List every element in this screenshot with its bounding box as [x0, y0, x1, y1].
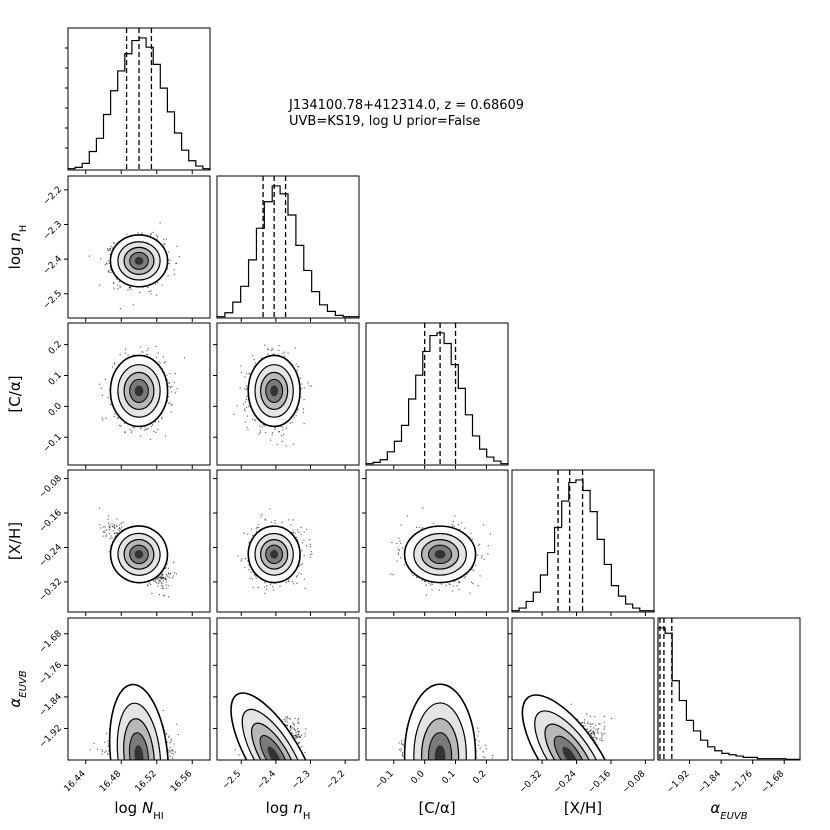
x-tick-label-X_H: −0.32	[518, 769, 545, 796]
y-tick-label-alpha_EUVB: −1.68	[38, 629, 65, 656]
plot-title-line-2: UVB=KS19, log U prior=False	[289, 114, 480, 129]
x-tick-label-logNHI: 16.52	[134, 769, 159, 794]
x-tick-label-lognH: −2.5	[221, 769, 244, 792]
scatter-panel-X_H-vs-C_alpha	[362, 469, 509, 616]
scatter-points	[88, 222, 181, 310]
density-contour-4	[134, 385, 144, 397]
y-tick-label-lognH: −2.3	[42, 220, 65, 243]
scatter-points	[89, 683, 180, 760]
scatter-points	[99, 345, 186, 441]
plot-title-line-1: J134100.78+412314.0, z = 0.68609	[288, 98, 524, 113]
scatter-points	[390, 507, 492, 596]
scatter-panel-C_alpha-vs-lognH	[213, 322, 360, 469]
y-axis-label-X_H: [X/H]	[6, 522, 24, 560]
panel-frame	[67, 27, 211, 171]
density-contour-4	[270, 550, 279, 559]
x-axis-label-X_H: [X/H]	[564, 799, 602, 817]
density-contour-4	[434, 550, 446, 559]
x-tick-label-lognH: −2.4	[255, 769, 278, 792]
panel-frame	[511, 469, 655, 613]
scatter-panel-C_alpha-vs-logNHI: −0.1 0.0 0.1 0.2	[42, 322, 211, 469]
scatter-panel-X_H-vs-lognH	[213, 469, 360, 616]
y-tick-label-alpha_EUVB: −1.76	[38, 660, 65, 687]
histogram-step-alpha_EUVB	[657, 627, 801, 760]
y-tick-label-lognH: −2.2	[42, 185, 65, 208]
x-tick-label-logNHI: 16.44	[63, 769, 88, 794]
scatter-points	[398, 683, 494, 760]
y-tick-label-alpha_EUVB: −1.92	[38, 723, 65, 750]
x-tick-label-alpha_EUVB: −1.68	[760, 769, 787, 796]
x-tick-label-logNHI: 16.48	[98, 769, 123, 794]
x-tick-label-C_alpha: 0.1	[440, 769, 457, 786]
x-tick-label-lognH: −2.3	[290, 769, 313, 792]
scatter-panel-lognH-vs-logNHI: −2.5 −2.4 −2.3 −2.2	[42, 175, 211, 322]
histogram-panel-lognH	[216, 175, 360, 322]
panel-frame	[365, 469, 509, 613]
panel-frame	[216, 469, 360, 613]
scatter-points	[237, 508, 313, 594]
density-contour-4	[270, 385, 279, 397]
x-tick-label-logNHI: 16.56	[169, 769, 194, 794]
y-tick-label-X_H: −0.32	[38, 577, 65, 604]
x-axis-label-C_alpha: [C/α]	[418, 799, 455, 817]
y-tick-label-C_alpha: −0.1	[42, 432, 65, 455]
y-tick-label-alpha_EUVB: −1.84	[38, 692, 65, 719]
x-tick-label-alpha_EUVB: −1.76	[728, 769, 755, 796]
scatter-panel-X_H-vs-logNHI: −0.32 −0.24 −0.16 −0.08	[38, 469, 211, 616]
y-tick-label-C_alpha: 0.1	[47, 371, 64, 388]
scatter-points	[98, 507, 178, 598]
y-tick-label-C_alpha: 0.0	[47, 401, 64, 418]
histogram-panel-logNHI	[65, 27, 211, 174]
panel-frame	[67, 617, 211, 761]
density-contour-4	[134, 550, 144, 559]
panel-frame	[216, 175, 360, 319]
histogram-step-C_alpha	[365, 332, 509, 465]
x-axis-label-logNHI: log NHI	[114, 799, 163, 822]
x-tick-label-alpha_EUVB: −1.92	[665, 769, 692, 796]
scatter-points	[521, 694, 618, 760]
y-tick-label-lognH: −2.5	[42, 289, 65, 312]
x-tick-label-C_alpha: 0.2	[471, 769, 488, 786]
y-tick-label-C_alpha: 0.2	[47, 340, 64, 357]
density-contour-4	[267, 746, 281, 760]
density-contour-4	[434, 745, 446, 760]
scatter-panel-alpha_EUVB-vs-C_alpha: −0.1 0.0 0.1 0.2	[362, 617, 509, 792]
y-tick-label-X_H: −0.16	[38, 508, 65, 535]
x-tick-label-X_H: −0.16	[587, 769, 614, 796]
x-tick-label-X_H: −0.24	[552, 769, 579, 796]
scatter-panel-alpha_EUVB-vs-lognH: −2.5 −2.4 −2.3 −2.2	[213, 617, 360, 792]
density-contour-4	[562, 746, 577, 760]
panel-frame	[365, 322, 509, 466]
panel-frame	[216, 617, 360, 761]
x-tick-label-X_H: −0.08	[621, 769, 648, 796]
scatter-points	[230, 692, 319, 760]
panel-frame	[365, 617, 509, 761]
histogram-panel-X_H	[511, 469, 655, 616]
x-tick-label-C_alpha: 0.0	[410, 769, 427, 786]
density-contour-4	[134, 745, 144, 760]
histogram-step-lognH	[216, 185, 360, 318]
x-tick-label-lognH: −2.2	[325, 769, 348, 792]
panel-frame	[657, 617, 801, 761]
y-tick-label-X_H: −0.08	[38, 473, 65, 500]
y-axis-label-C_alpha: [C/α]	[6, 375, 24, 412]
panel-frame	[67, 175, 211, 319]
y-tick-label-X_H: −0.24	[38, 542, 65, 569]
scatter-points	[233, 344, 313, 447]
y-axis-label-alpha_EUVB: αEUVB	[6, 670, 29, 707]
x-axis-label-alpha_EUVB: αEUVB	[710, 799, 747, 822]
histogram-panel-C_alpha	[365, 322, 509, 469]
x-tick-label-C_alpha: −0.1	[373, 769, 396, 792]
panel-frame	[216, 322, 360, 466]
x-axis-label-lognH: log nH	[266, 799, 311, 822]
x-tick-label-alpha_EUVB: −1.84	[697, 769, 724, 796]
y-tick-label-lognH: −2.4	[42, 254, 65, 277]
y-axis-label-lognH: log nH	[6, 225, 29, 270]
density-contour-4	[134, 256, 144, 265]
panel-frame	[67, 322, 211, 466]
histogram-panel-alpha_EUVB: −1.92−1.84−1.76−1.68	[657, 617, 801, 796]
panel-frame	[511, 617, 655, 761]
panel-frame	[67, 469, 211, 613]
